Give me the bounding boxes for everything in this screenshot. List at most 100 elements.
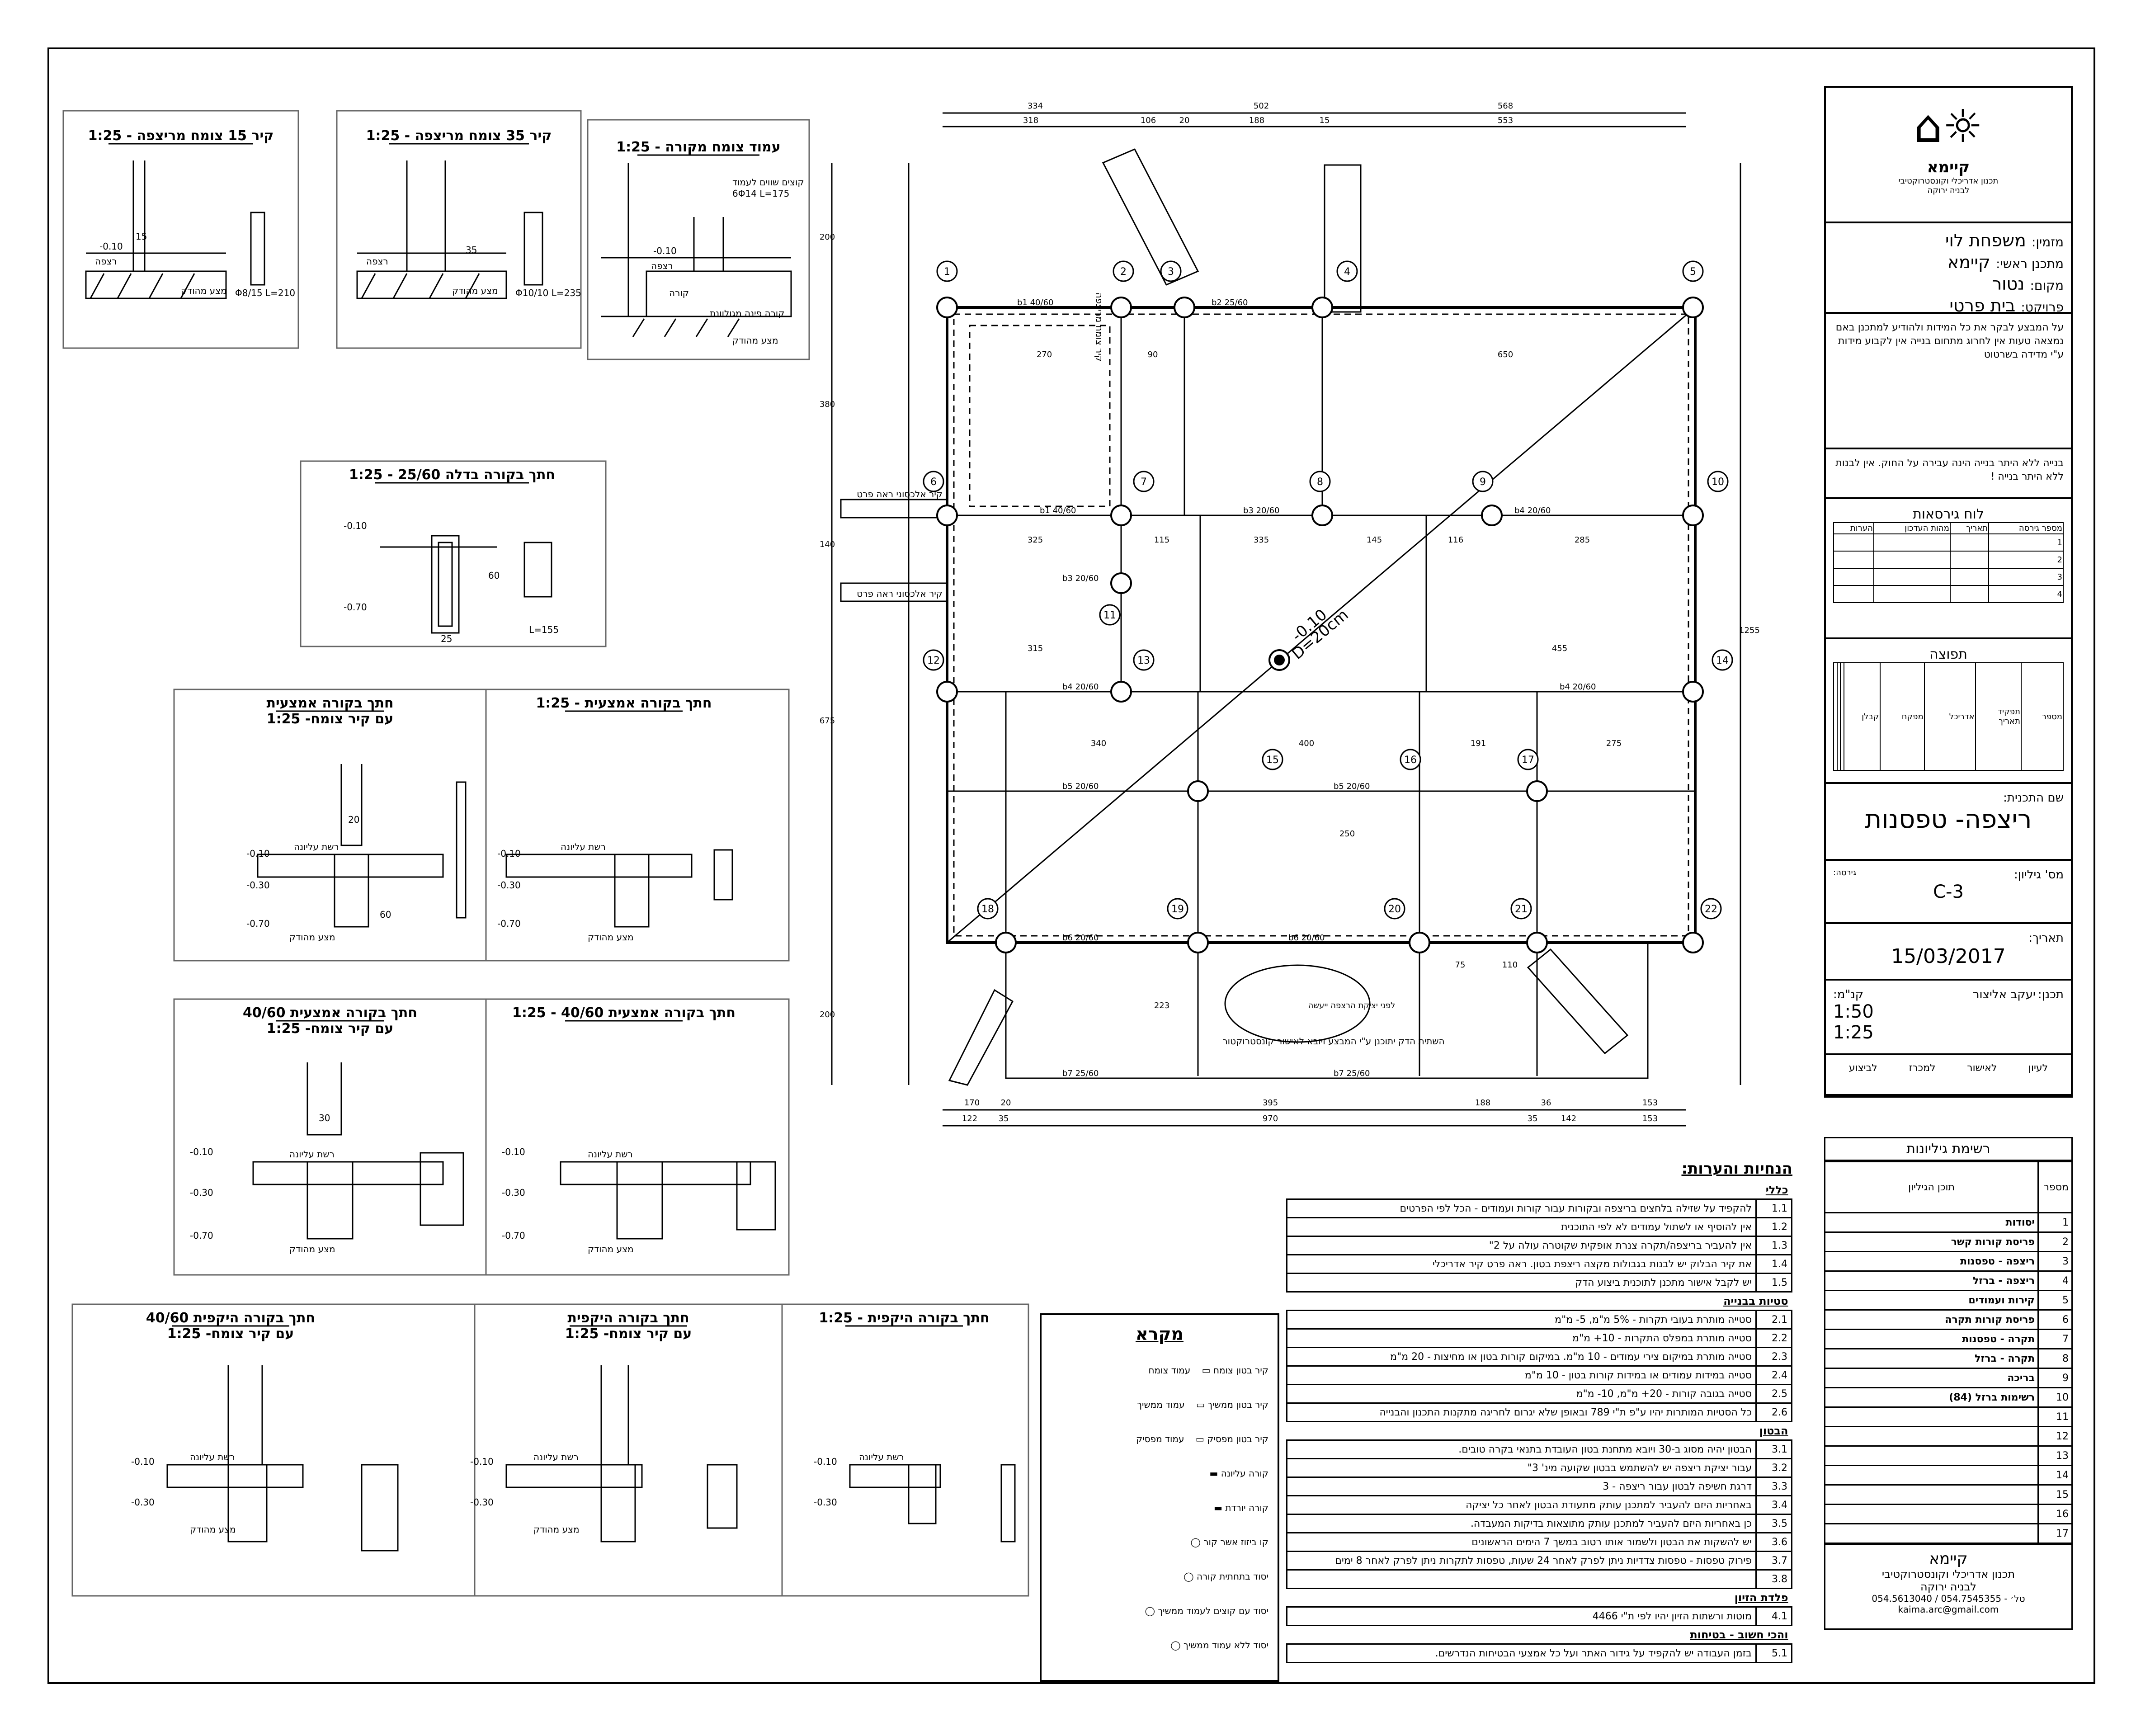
legend-item: יסוד בתחתית קורה ◯ (1184, 1571, 1268, 1582)
dim-label: 153 (1642, 1098, 1658, 1108)
date-value: 15/03/2017 (1891, 945, 2006, 968)
fill-label: מצע מהודק (181, 285, 227, 296)
fill-label: מצע מהודק (190, 1524, 236, 1535)
axis-label: 9 (1480, 476, 1486, 488)
note-number: 4.1 (1755, 1606, 1792, 1626)
beam-label: b4 20/60 (1514, 506, 1551, 515)
mesh-label: רשת עליונה (588, 1149, 633, 1160)
fill-label: מצע מהודק (452, 285, 498, 296)
note-number: 1.3 (1755, 1236, 1792, 1255)
detail-frame-mid (173, 689, 790, 962)
legend: מקרא קיר בטון צומח ▭ עמוד צומח קיר בטון … (1040, 1313, 1279, 1682)
note-text: פירוק טפסות - טפסות צדדיות ניתן לפרק לאח… (1286, 1551, 1757, 1571)
fill-label: מצע מהודק (732, 335, 778, 346)
axis-label: 11 (1103, 610, 1116, 621)
span-label: 650 (1498, 350, 1513, 359)
beam-label: b6 20/60 (1288, 933, 1325, 943)
span-label: 116 (1448, 535, 1463, 545)
plan-name-label: שם התכנית: (2003, 791, 2064, 805)
axis-label: 14 (1716, 655, 1729, 666)
detail-frame-column (587, 119, 810, 360)
level-label: -0.70 (190, 1230, 213, 1241)
mesh-label: רשת עליונה (561, 841, 606, 852)
legend-item: קיר בטון ממשיך ▭ עמוד ממשיך (1137, 1399, 1268, 1410)
note-number: 3.3 (1755, 1477, 1792, 1496)
sheet-number: C-3 (1933, 882, 1964, 902)
axis-label: 19 (1171, 904, 1184, 915)
span-label: 285 (1575, 535, 1590, 545)
dim-label: 20 (1179, 116, 1190, 125)
dim-label: 30 (319, 1113, 330, 1123)
level-label: -0.30 (131, 1497, 155, 1508)
level-label: -0.10 (99, 241, 123, 252)
level-label: -0.70 (497, 918, 521, 929)
span-label: 335 (1254, 535, 1269, 545)
detail-title: חתך בקורה היקפית 40/60 (146, 1310, 315, 1326)
dim-label: 395 (1263, 1098, 1278, 1108)
scale-2: 1:25 (1833, 1022, 1874, 1043)
span-label: 340 (1091, 739, 1106, 748)
detail-subtitle: עם קיר צומח- 1:25 (267, 711, 393, 727)
dim-label: 675 (820, 716, 835, 726)
dim-label: 188 (1475, 1098, 1490, 1108)
dim-label: 502 (1254, 101, 1269, 111)
contact-sub2: לבניה ירוקה (1920, 1580, 1976, 1593)
beam-label: b4 20/60 (1560, 682, 1596, 692)
beam-label: b7 25/60 (1334, 1069, 1370, 1078)
span-label: 223 (1154, 1001, 1169, 1010)
axis-label: 6 (930, 476, 937, 488)
note-number: 2.6 (1755, 1402, 1792, 1422)
level-label: -0.10 (653, 245, 677, 256)
span-label: 275 (1606, 739, 1622, 748)
sheet-list-title: רשימת גיליונות (1824, 1137, 2073, 1161)
fill-label: מצע מהודק (289, 1244, 335, 1255)
beam-label: b5 20/60 (1062, 782, 1099, 791)
note-text: את קיר הבלוק יש לבנות בגבולות מקצה ריצפת… (1286, 1254, 1757, 1274)
distribution-title: תפוצה (1929, 646, 1968, 662)
level-label: -0.10 (470, 1456, 494, 1467)
note-text: באחריות היזם להעביר למתכנן עותק מתעודת ה… (1286, 1495, 1757, 1515)
note-text: דרגת חשיפה לבטון עבור ריצפה - 3 (1286, 1477, 1757, 1496)
axis-label: 12 (927, 655, 940, 666)
drafter-label: תכנן: (2037, 988, 2064, 1001)
detail-title: קיר 35 צומח מריצפה - 1:25 (366, 128, 552, 144)
date-label: תאריך: (2028, 931, 2064, 945)
span-label: 400 (1299, 739, 1314, 748)
scale-1: 1:50 (1833, 1001, 1874, 1022)
scale-label: קנ"מ: (1833, 988, 1864, 1001)
place-row: מקום: נטור (1992, 274, 2064, 294)
beam-label: b5 20/60 (1334, 782, 1370, 791)
sheet-number-label: מס' גיליון: (2014, 868, 2064, 882)
floor-label: רצפה (95, 256, 117, 267)
note-number: 2.1 (1755, 1310, 1792, 1330)
dim-label: 60 (380, 909, 391, 920)
detail-title: חתך בקורה אמצעית 40/60 (243, 1005, 417, 1021)
span-label: 191 (1471, 739, 1486, 748)
level-label: -0.30 (497, 880, 521, 891)
note-number: 3.6 (1755, 1532, 1792, 1552)
drafter-name: יעקב אליצור (1972, 988, 2036, 1001)
legend-item: יסוד ללא עמוד ממשיך ◯ (1170, 1640, 1268, 1651)
note-number: 3.1 (1755, 1439, 1792, 1459)
axis-label: 1 (944, 266, 950, 278)
legend-item: קורה יורדת ▬ (1214, 1502, 1268, 1513)
dim-label: 334 (1028, 101, 1043, 111)
note-number: 2.4 (1755, 1365, 1792, 1385)
plan-note: לפני יציקת הרצפה ייעשה (1308, 1001, 1396, 1010)
note-text: סטייה במידות עמודים או במידות קורות בטון… (1286, 1365, 1757, 1385)
level-label: -0.30 (814, 1497, 837, 1508)
beam-label: b1 40/60 (1017, 298, 1053, 307)
dim-label: 140 (820, 540, 835, 549)
note-text: הבטון יהיה מסוג ב-30 ויובא מתחנת בטון הע… (1286, 1439, 1757, 1459)
note-number: 1.5 (1755, 1273, 1792, 1293)
note-number: 3.5 (1755, 1514, 1792, 1533)
floor-label: רצפה (366, 256, 388, 267)
dim-label: 36 (1541, 1098, 1551, 1108)
beam-label: b4 20/60 (1062, 682, 1099, 692)
detail-subtitle: עם קיר צומח- 1:25 (267, 1021, 393, 1037)
plan-note: קיר אלכסוני ראה פרט (857, 489, 943, 500)
